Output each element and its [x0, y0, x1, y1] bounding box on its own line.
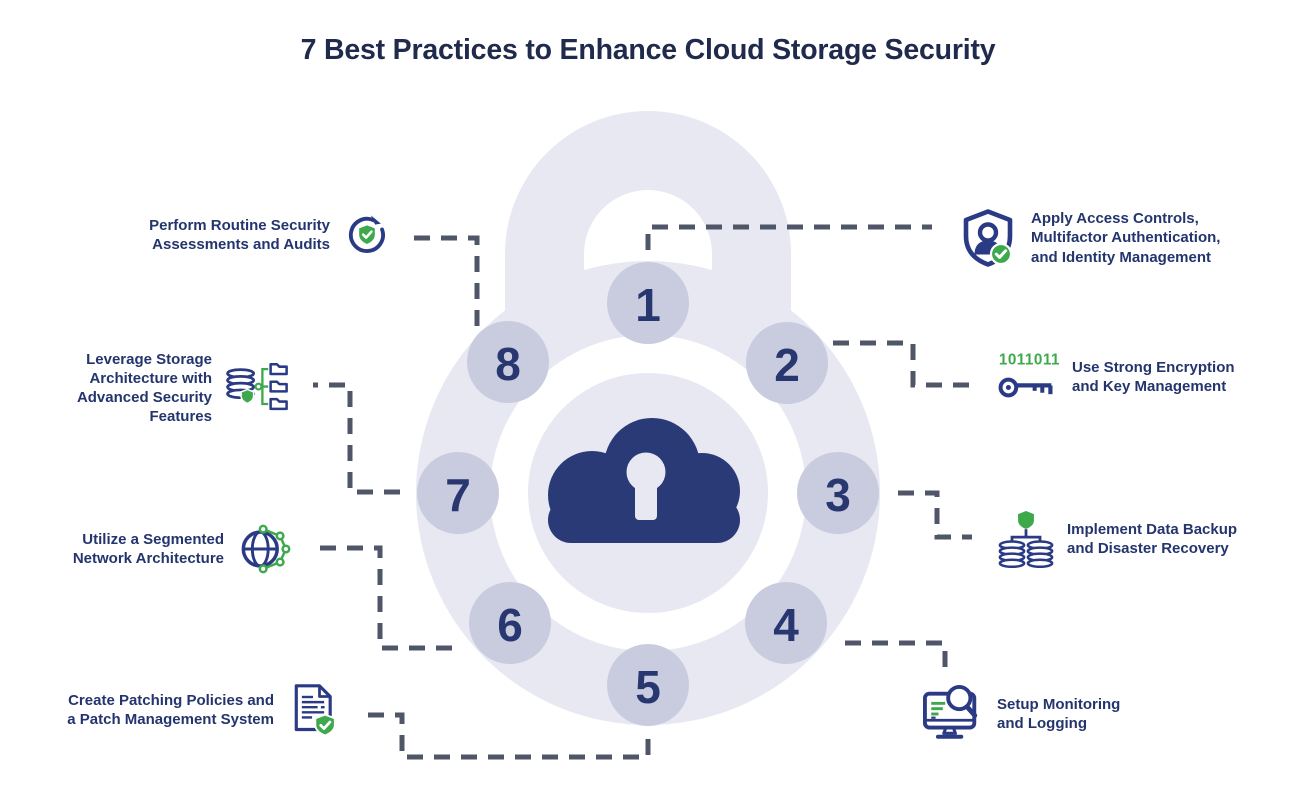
step-badge-2: 2 [746, 322, 828, 404]
item-label: Leverage Storage Architecture with Advan… [76, 351, 212, 426]
cloud-lock-icon [548, 418, 740, 543]
page-title: 7 Best Practices to Enhance Cloud Storag… [300, 34, 996, 66]
folder-icon [269, 363, 288, 376]
encryption-key-icon: 1011011 [998, 352, 1059, 398]
item-access-controls: Apply Access Controls, Multifactor Authe… [958, 208, 1271, 268]
connector-step7 [313, 382, 400, 495]
item-strong-encryption: 1011011 Use Strong Encryption and Key Ma… [996, 350, 1272, 404]
storage-architecture-icon [226, 363, 288, 411]
step-number: 2 [774, 339, 800, 391]
connector-step1 [645, 224, 932, 250]
step-number: 3 [825, 469, 851, 521]
item-label: Utilize a Segmented Network Architecture [72, 530, 224, 567]
connector-step4 [845, 640, 948, 671]
binary-code-text: 1011011 [999, 352, 1059, 369]
item-perform-security-audits: Perform Routine Security Assessments and… [138, 212, 391, 258]
item-patching-policies: Create Patching Policies and a Patch Man… [62, 682, 339, 738]
item-label: Create Patching Policies and a Patch Man… [67, 691, 274, 728]
step-badge-3: 3 [797, 452, 879, 534]
item-monitoring-logging: Setup Monitoring and Logging [922, 684, 1167, 744]
padlock-shackle [505, 111, 791, 312]
segmented-network-globe-icon [241, 524, 291, 574]
item-label: Apply Access Controls, Multifactor Authe… [1031, 210, 1221, 266]
step-badge-1: 1 [607, 262, 689, 344]
connector-step3 [898, 490, 972, 540]
item-label: Use Strong Encryption and Key Management [1072, 358, 1235, 395]
connector-step2 [833, 340, 975, 388]
item-segmented-network: Utilize a Segmented Network Architecture [52, 519, 299, 579]
item-label: Setup Monitoring and Logging [997, 695, 1121, 732]
patch-document-check-icon [294, 684, 336, 737]
step-badges: 1 2 3 4 5 6 7 [417, 262, 879, 726]
step-badge-6: 6 [469, 582, 551, 664]
item-data-backup: Implement Data Backup and Disaster Recov… [998, 510, 1267, 568]
step-number: 1 [635, 279, 661, 331]
step-badge-8: 8 [467, 321, 549, 403]
item-label: Perform Routine Security Assessments and… [149, 216, 330, 253]
item-label: Implement Data Backup and Disaster Recov… [1067, 520, 1238, 557]
folder-icon [269, 397, 288, 411]
step-number: 6 [497, 599, 523, 651]
folder-icon [269, 380, 288, 393]
step-number: 4 [773, 599, 799, 651]
monitor-magnifier-icon [923, 684, 978, 739]
connector-step5 [358, 712, 651, 760]
step-badge-4: 4 [745, 582, 827, 664]
step-number: 7 [445, 469, 471, 521]
connector-step6 [316, 545, 452, 651]
item-leverage-storage-architecture: Leverage Storage Architecture with Advan… [38, 350, 293, 426]
step-badge-7: 7 [417, 452, 499, 534]
step-number: 8 [495, 338, 521, 390]
connector-step8 [405, 235, 480, 326]
shield-user-check-icon [963, 209, 1013, 267]
step-number: 5 [635, 661, 661, 713]
data-backup-databases-icon [998, 511, 1054, 568]
step-badge-5: 5 [607, 644, 689, 726]
audit-cycle-shield-icon [348, 215, 385, 253]
